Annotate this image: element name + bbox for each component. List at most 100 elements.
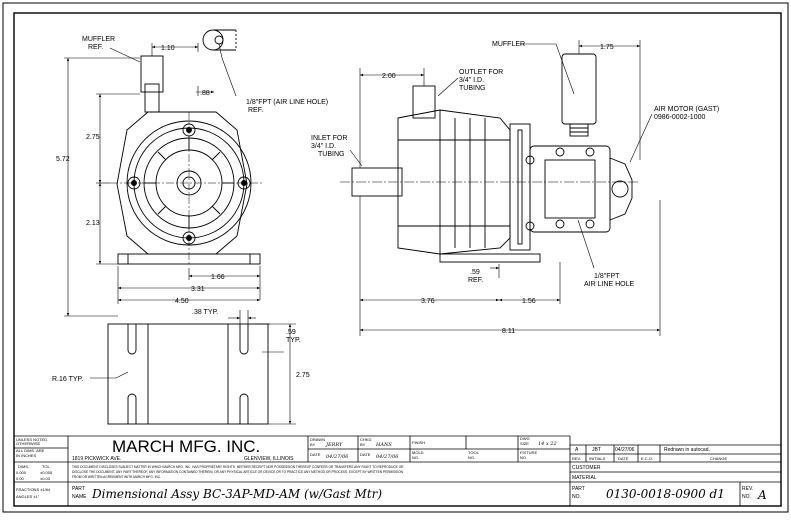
- tol-row-2-tol: ±0.03: [40, 476, 51, 481]
- company-city: GLENVIEW, ILLINOIS: [244, 456, 294, 462]
- dim-8-11: 8.11: [502, 328, 515, 335]
- dims-label: DIMS.: [18, 464, 29, 469]
- outlet-label-2: 3/4" I.D.: [459, 77, 484, 84]
- radius-label: R.16 TYP.: [52, 376, 83, 383]
- part-name-label-1: PART: [72, 486, 85, 492]
- air-motor-body: [529, 145, 611, 233]
- rev-header-change: CHANGE: [710, 456, 727, 461]
- drawn-by-label-2: BY: [310, 442, 316, 447]
- rev-no-value: A: [757, 488, 767, 502]
- tool-label-1: TOOL: [468, 450, 480, 455]
- side-base: [439, 253, 541, 263]
- bottom-view-labels: .38 TYP. .59 TYP. 2.75 R.16 TYP.: [52, 309, 310, 383]
- side-view-dimensions: [349, 40, 661, 336]
- title-block: [14, 435, 781, 506]
- dim-2-75: 2.75: [86, 134, 100, 141]
- proprietary-notice-1: THIS DOCUMENT DISCLOSES SUBJECT MATTER I…: [72, 465, 404, 469]
- base-plate: [107, 323, 269, 425]
- rev-entry-change: Redrawn in autocad.: [664, 447, 710, 453]
- muffler-ref-label-2: REF.: [88, 44, 103, 51]
- unless-noted-4: IN INCHES: [16, 453, 37, 458]
- rev-entry-initials: JBT: [592, 447, 601, 453]
- tol-row-1-tol: ±0.005: [40, 470, 53, 475]
- inlet-label-2: 3/4" I.D.: [311, 143, 336, 150]
- motor-end-cap: [609, 157, 633, 221]
- front-view-dimensions: [64, 43, 261, 317]
- dim-2-13: 2.13: [86, 220, 100, 227]
- air-line-label-1: 1/8"FPT: [594, 273, 620, 280]
- dim-3-76: 3.76: [421, 298, 435, 305]
- side-view: [340, 53, 640, 263]
- tool-label-2: NO.: [468, 455, 475, 460]
- part-no-label-2: NO.: [572, 494, 581, 500]
- rev-header-initials: INITIALS: [589, 456, 606, 461]
- dim-1-10: 1.10: [161, 45, 175, 52]
- inlet-label-3: TUBING: [318, 151, 344, 158]
- adaptor-plate: [509, 123, 531, 251]
- outlet-label-1: OUTLET FOR: [459, 69, 503, 76]
- air-line-hole-ref: REF.: [248, 107, 263, 114]
- date-value-2: 04/27/06: [376, 454, 399, 460]
- rev-entry-rev: A: [575, 447, 579, 453]
- chkd-by-value: HANS: [375, 442, 392, 448]
- rev-header-eco: E.C.O.: [641, 456, 653, 461]
- muffler-fitting: [140, 55, 164, 93]
- proprietary-notice-3: FROM OR WRITTEN AGREEMENT WITH MARCH MFG…: [72, 475, 161, 479]
- outer-border: [2, 2, 789, 513]
- muffler-ref-label: MUFFLER: [82, 36, 115, 43]
- tol-label: TOL.: [42, 464, 51, 469]
- dim-1-66: 1.66: [211, 274, 225, 281]
- front-view-labels: MUFFLER REF. 1.10 .88 1/8"FPT (AIR LINE …: [56, 36, 328, 305]
- motor-muffler: [561, 53, 597, 125]
- air-line-hole-label: 1/8"FPT (AIR LINE HOLE): [246, 99, 328, 106]
- rev-entry-date: 04/27/06: [615, 447, 635, 453]
- dim-0-59-typ: TYP.: [286, 337, 301, 344]
- material-label: MATERIAL: [572, 475, 597, 481]
- dim-5-72: 5.72: [56, 156, 70, 163]
- proprietary-notice-2: DISCLOSE THE DOCUMENT, ANY PART THEREOF,…: [72, 470, 404, 474]
- dim-0-59-ref: REF.: [468, 277, 483, 284]
- part-name-label-2: NAME: [72, 494, 87, 500]
- rev-header-rev: REV.: [572, 456, 581, 461]
- dim-0-59-side: .59: [470, 269, 480, 276]
- tol-row-2-dim: 0.00: [16, 476, 25, 481]
- rev-header-date: DATE: [618, 456, 629, 461]
- inner-border: [13, 12, 782, 507]
- fixture-label-2: NO.: [520, 455, 527, 460]
- title-block-text: UNLESS NOTED OTHERWISE ALL DIMS. ARE IN …: [16, 436, 767, 502]
- date-label-1: DATE: [310, 452, 321, 457]
- dwg-size-value: 14 x 22: [538, 441, 557, 447]
- tol-row-1-dim: 0.000: [16, 470, 27, 475]
- unless-noted-2: OTHERWISE: [16, 441, 40, 446]
- angles-tol: ANGLES ±1°: [16, 494, 40, 499]
- dim-0-88: .88: [200, 90, 210, 97]
- part-no-value: 0130-0018-0900 d1: [606, 487, 725, 501]
- customer-label: CUSTOMER: [572, 465, 601, 471]
- dwg-size-label-2: SIZE: [520, 441, 529, 446]
- mold-label-1: MOLD: [412, 450, 424, 455]
- chkd-by-label-1: CHKD: [360, 437, 371, 442]
- front-view: [110, 29, 262, 265]
- rev-no-label-1: REV.: [742, 486, 753, 492]
- unless-noted-1: UNLESS NOTED: [16, 437, 47, 442]
- unless-noted-3: ALL DIMS. ARE: [16, 448, 45, 453]
- dim-4-50: 4.50: [175, 298, 189, 305]
- air-motor-label-2: 0986-0002-1000: [654, 114, 705, 121]
- dim-2-75-bottom: 2.75: [296, 372, 310, 379]
- drawn-by-value: JERRY: [325, 442, 343, 448]
- outlet-label-3: TUBING: [459, 85, 485, 92]
- dim-0-59: .59: [286, 329, 296, 336]
- rev-no-label-2: NO.: [742, 494, 751, 500]
- dim-0-38-typ: .38 TYP.: [192, 309, 218, 316]
- motor-muffler-label: MUFFLER: [492, 41, 525, 48]
- chkd-by-label-2: BY: [360, 442, 366, 447]
- fixture-label-1: FIXTURE: [520, 450, 537, 455]
- dim-3-31: 3.31: [191, 286, 205, 293]
- bottom-view: [107, 323, 269, 425]
- part-name-value: Dimensional Assy BC-3AP-MD-AM (w/Gast Mt…: [91, 487, 382, 501]
- company-address: 1819 PICKWICK AVE.: [72, 456, 121, 462]
- dim-1-75: 1.75: [600, 44, 614, 51]
- part-no-label-1: PART: [572, 486, 585, 492]
